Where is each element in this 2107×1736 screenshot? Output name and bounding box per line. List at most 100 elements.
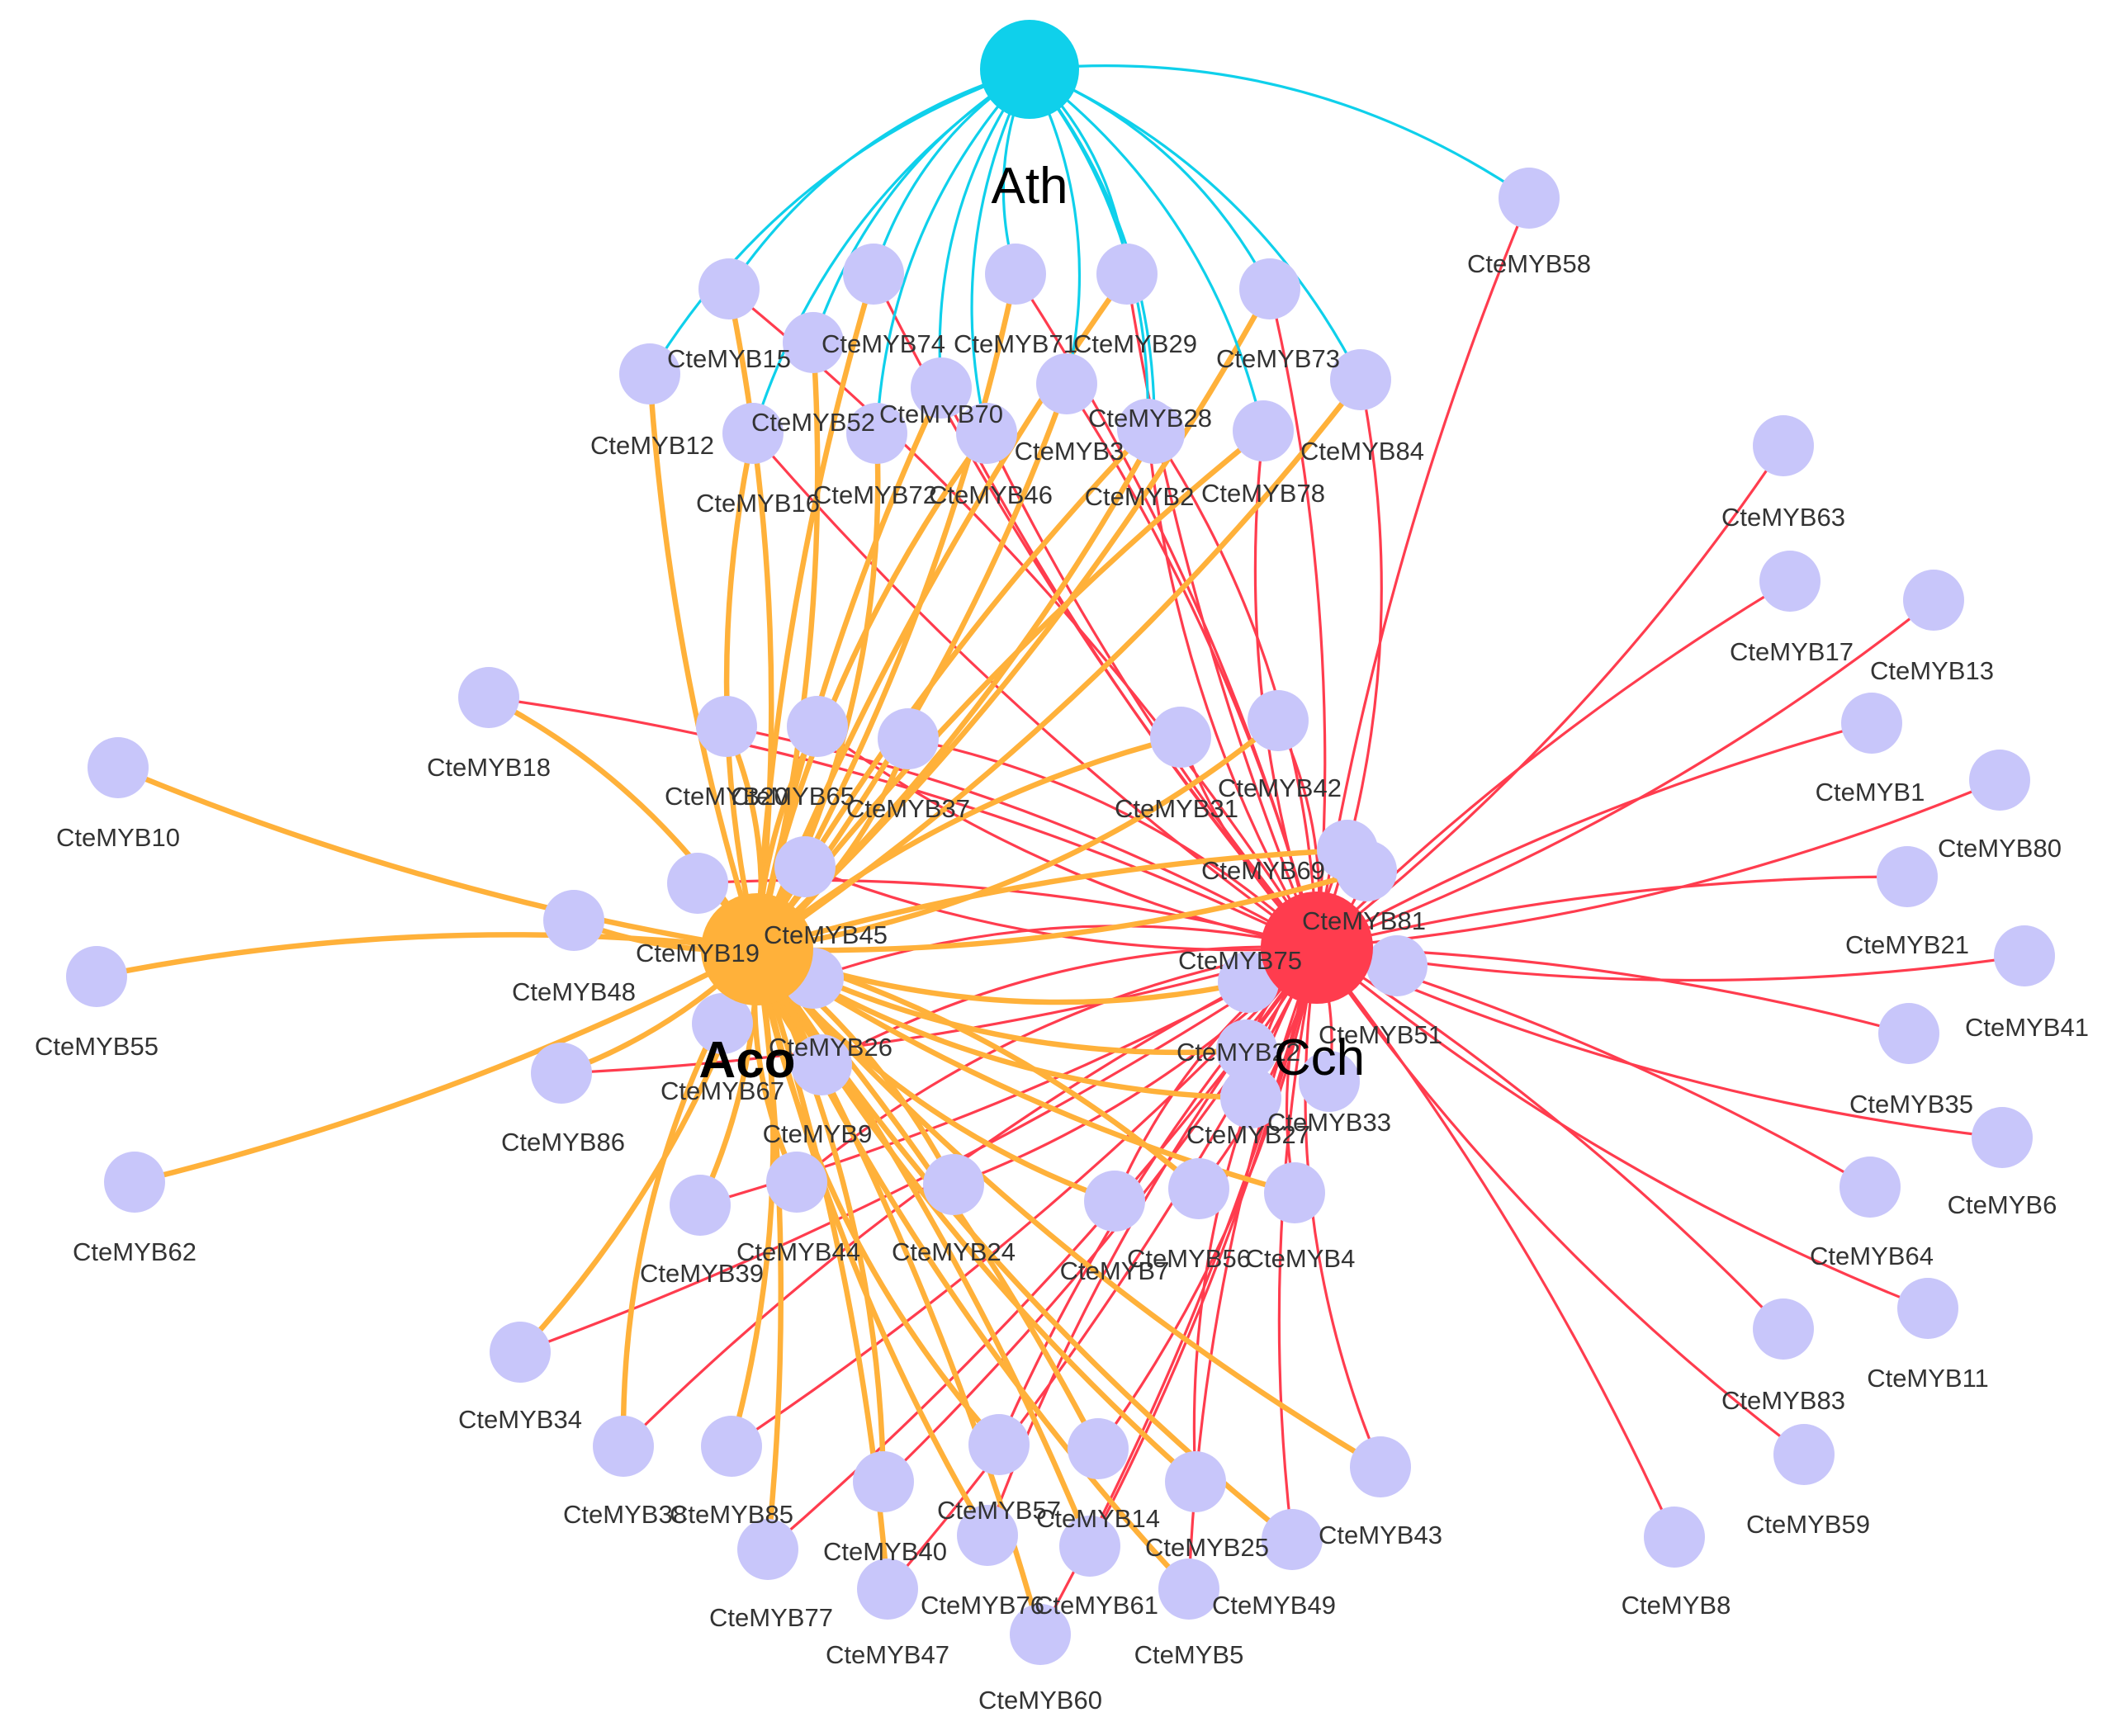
gene-label-25: CteMYB25 (1145, 1533, 1269, 1562)
gene-node-22[interactable] (1216, 1019, 1277, 1081)
gene-node-52[interactable] (783, 312, 844, 373)
gene-node-42[interactable] (1248, 690, 1309, 751)
gene-node-60[interactable] (1010, 1604, 1071, 1665)
edge-aco-74 (754, 271, 877, 953)
gene-node-75[interactable] (1218, 952, 1279, 1013)
gene-node-5[interactable] (1158, 1559, 1219, 1620)
gene-node-85[interactable] (701, 1416, 762, 1477)
node-layer (66, 20, 2055, 1665)
edge-cch-46 (985, 432, 1319, 949)
gene-node-70[interactable] (911, 357, 972, 419)
edge-cch-1 (1315, 721, 1873, 949)
gene-node-33[interactable] (1299, 1051, 1360, 1112)
gene-node-77[interactable] (737, 1519, 798, 1580)
gene-node-76[interactable] (957, 1505, 1018, 1566)
gene-node-65[interactable] (787, 696, 848, 757)
gene-node-41[interactable] (1994, 925, 2055, 986)
edge-aco-43 (754, 946, 1384, 1470)
edge-aco-25 (754, 946, 1199, 1485)
gene-node-46[interactable] (956, 403, 1017, 464)
gene-node-81[interactable] (1336, 840, 1397, 901)
gene-node-7[interactable] (1084, 1171, 1145, 1232)
gene-label-67: CteMYB67 (661, 1076, 784, 1105)
gene-node-49[interactable] (1262, 1509, 1323, 1570)
edge-aco-12 (646, 371, 760, 953)
gene-node-1[interactable] (1841, 693, 1902, 754)
gene-node-83[interactable] (1753, 1298, 1814, 1360)
edge-cch-37 (907, 737, 1319, 949)
edge-cch-86 (560, 946, 1319, 1075)
edge-cch-28 (1146, 428, 1319, 949)
gene-node-43[interactable] (1350, 1436, 1411, 1497)
gene-label-20: CteMYB20 (665, 782, 788, 811)
gene-node-40[interactable] (853, 1451, 914, 1512)
gene-node-56[interactable] (1168, 1158, 1229, 1219)
edge-aco-62 (131, 946, 760, 1185)
hub-node-aco[interactable] (701, 893, 813, 1005)
gene-node-57[interactable] (968, 1414, 1030, 1475)
gene-node-62[interactable] (104, 1152, 165, 1213)
gene-node-4[interactable] (1264, 1162, 1325, 1223)
edge-ath-46 (970, 68, 1031, 435)
gene-node-29[interactable] (1096, 244, 1158, 305)
gene-node-58[interactable] (1499, 168, 1560, 229)
gene-node-8[interactable] (1644, 1507, 1705, 1568)
gene-node-11[interactable] (1897, 1278, 1958, 1339)
gene-label-6: CteMYB6 (1948, 1190, 2057, 1219)
gene-label-1: CteMYB1 (1816, 778, 1925, 807)
gene-node-16[interactable] (722, 403, 784, 464)
gene-node-19[interactable] (667, 853, 728, 914)
gene-node-21[interactable] (1877, 846, 1938, 907)
edge-aco-69 (754, 847, 1351, 953)
gene-node-13[interactable] (1903, 570, 1964, 631)
gene-node-72[interactable] (846, 403, 907, 464)
gene-node-80[interactable] (1969, 750, 2030, 811)
gene-label-8: CteMYB8 (1622, 1591, 1731, 1620)
gene-node-71[interactable] (985, 244, 1046, 305)
gene-node-63[interactable] (1753, 415, 1814, 476)
gene-node-39[interactable] (670, 1175, 731, 1236)
gene-node-18[interactable] (458, 667, 519, 728)
gene-node-78[interactable] (1233, 400, 1294, 461)
gene-node-55[interactable] (66, 946, 127, 1007)
gene-node-59[interactable] (1773, 1424, 1835, 1485)
gene-node-9[interactable] (791, 1034, 852, 1095)
gene-node-31[interactable] (1150, 707, 1211, 768)
gene-label-37: CteMYB37 (846, 794, 970, 823)
gene-node-73[interactable] (1239, 258, 1300, 319)
gene-node-25[interactable] (1165, 1451, 1226, 1512)
gene-node-74[interactable] (843, 244, 904, 305)
gene-node-35[interactable] (1878, 1003, 1939, 1064)
gene-node-45[interactable] (774, 836, 836, 897)
gene-node-20[interactable] (696, 696, 757, 757)
gene-node-84[interactable] (1330, 349, 1391, 410)
gene-node-47[interactable] (857, 1559, 918, 1620)
gene-node-14[interactable] (1068, 1418, 1129, 1479)
gene-node-48[interactable] (543, 890, 604, 951)
gene-node-51[interactable] (1366, 935, 1428, 996)
gene-node-64[interactable] (1839, 1157, 1901, 1218)
gene-node-37[interactable] (878, 708, 939, 769)
gene-label-3: CteMYB3 (1015, 437, 1125, 466)
gene-node-44[interactable] (766, 1152, 827, 1213)
gene-node-12[interactable] (619, 343, 680, 404)
gene-node-3[interactable] (1036, 353, 1097, 414)
gene-node-38[interactable] (593, 1416, 654, 1477)
gene-node-27[interactable] (1220, 1067, 1281, 1128)
gene-node-34[interactable] (490, 1322, 551, 1383)
hub-node-ath[interactable] (980, 20, 1079, 119)
gene-node-86[interactable] (531, 1043, 592, 1104)
edge-cch-16 (751, 432, 1319, 949)
gene-node-61[interactable] (1059, 1516, 1120, 1577)
hub-node-cch[interactable] (1261, 892, 1373, 1004)
gene-label-17: CteMYB17 (1730, 637, 1854, 666)
gene-node-15[interactable] (698, 258, 760, 319)
gene-node-6[interactable] (1972, 1107, 2033, 1168)
edge-cch-59 (1315, 946, 1806, 1456)
gene-node-10[interactable] (88, 737, 149, 798)
gene-node-24[interactable] (923, 1154, 984, 1215)
gene-node-17[interactable] (1759, 551, 1821, 612)
gene-node-2[interactable] (1124, 403, 1185, 464)
gene-node-67[interactable] (692, 993, 753, 1054)
